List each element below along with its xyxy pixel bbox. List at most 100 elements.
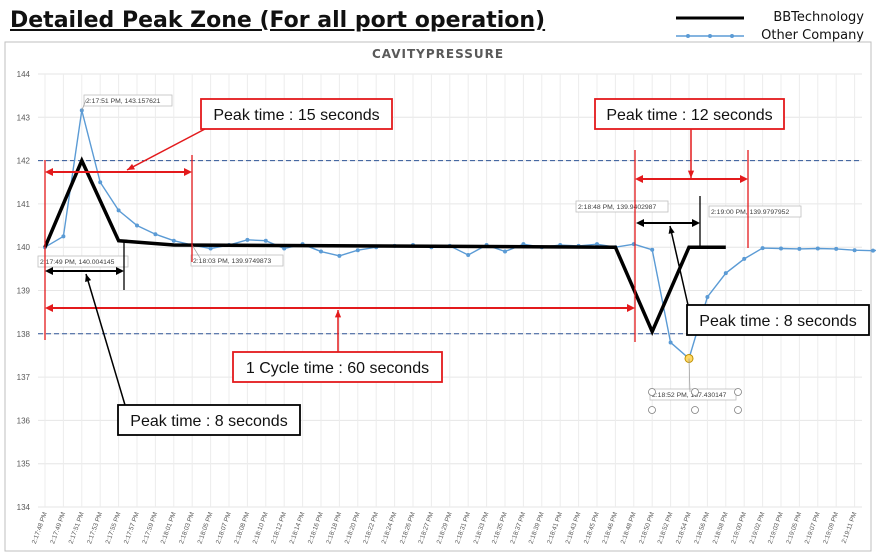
y-tick-label: 134	[17, 503, 31, 512]
x-tick-label: 2:18:22 PM	[362, 511, 380, 545]
data-label: 2:17:51 PM, 143.157621	[86, 98, 161, 105]
chart-frame	[4, 41, 872, 552]
x-tick-label: 2:18:35 PM	[491, 511, 509, 545]
y-tick-label: 143	[17, 113, 31, 122]
data-label: 2:18:48 PM, 139.9402987	[578, 204, 656, 211]
y-tick-label: 138	[17, 330, 31, 339]
series-point-other-company	[466, 252, 471, 257]
x-tick-label: 2:18:12 PM	[270, 511, 288, 545]
x-tick-label: 2:19:07 PM	[804, 511, 822, 545]
series-point-other-company	[98, 180, 103, 185]
y-tick-label: 136	[17, 416, 31, 425]
series-point-other-company	[135, 223, 139, 228]
data-label-box	[190, 254, 284, 267]
selection-handle	[648, 388, 656, 396]
x-tick-label: 2:18:39 PM	[528, 511, 546, 545]
peak-span-arrow-right-head	[635, 175, 643, 183]
cycle-span-arrow-head	[627, 304, 635, 312]
legend-label: Other Company	[761, 28, 864, 43]
data-label-box	[83, 94, 173, 107]
data-label-leader	[81, 99, 87, 111]
pointer-cycle-60-head	[334, 310, 342, 318]
selection-handle	[734, 388, 742, 396]
series-point-other-company	[337, 253, 342, 258]
x-tick-label: 2:17:59 PM	[141, 511, 159, 545]
series-point-other-company	[723, 271, 728, 276]
y-tick-label: 135	[17, 460, 31, 469]
series-point-other-company	[871, 248, 875, 253]
x-tick-label: 2:18:08 PM	[233, 511, 251, 545]
data-label-box	[575, 200, 669, 213]
x-tick-label: 2:17:49 PM	[49, 511, 67, 545]
pointer-peak-15-head	[127, 163, 135, 170]
x-tick-label: 2:18:10 PM	[252, 511, 270, 545]
x-tick-label: 2:18:48 PM	[620, 511, 638, 545]
x-tick-label: 2:18:05 PM	[197, 511, 215, 545]
series-point-other-company	[760, 246, 765, 251]
series-point-other-company	[171, 238, 176, 243]
series-line-bbtechnology	[43, 156, 726, 337]
series-point-other-company	[503, 249, 507, 254]
x-tick-label: 2:17:55 PM	[105, 511, 123, 545]
x-tick-label: 2:18:14 PM	[289, 511, 307, 545]
annotation-peak-8-left	[117, 404, 301, 436]
x-tick-label: 2:18:03 PM	[178, 511, 196, 545]
series-point-other-company	[650, 247, 655, 252]
data-label-box	[37, 255, 129, 268]
series-point-other-company	[834, 246, 839, 251]
y-tick-label: 142	[17, 157, 31, 166]
series-point-other-company	[116, 208, 121, 213]
y-tick-label: 141	[17, 200, 31, 209]
annotation-peak-8-right	[686, 304, 870, 336]
series-point-other-company	[668, 340, 673, 345]
x-tick-label: 2:18:18 PM	[325, 511, 343, 545]
annotation-peak-15-text: Peak time : 15 seconds	[213, 107, 379, 124]
annotation-peak-12-text: Peak time : 12 seconds	[606, 107, 772, 124]
x-tick-label: 2:18:54 PM	[675, 511, 693, 545]
x-tick-label: 2:18:16 PM	[307, 511, 325, 545]
x-tick-label: 2:17:57 PM	[123, 511, 141, 545]
x-tick-label: 2:18:37 PM	[509, 511, 527, 545]
x-tick-label: 2:18:31 PM	[454, 511, 472, 545]
x-tick-label: 2:18:01 PM	[160, 511, 178, 545]
pointer-peak-15	[126, 128, 206, 171]
peak8-span-arrow-left-head	[116, 267, 124, 275]
x-tick-label: 2:18:46 PM	[601, 511, 619, 545]
data-label-leader	[191, 244, 201, 259]
series-point-other-company	[852, 248, 857, 253]
x-tick-label: 2:18:33 PM	[473, 511, 491, 545]
x-tick-label: 2:19:05 PM	[785, 511, 803, 545]
legend-swatch-black-line	[676, 16, 744, 20]
x-tick-label: 2:18:29 PM	[436, 511, 454, 545]
x-tick-label: 2:18:24 PM	[381, 511, 399, 545]
annotation-peak-12	[594, 98, 785, 130]
selection-handle	[648, 406, 656, 414]
annotation-peak-8-right-text: Peak time : 8 seconds	[699, 313, 856, 330]
series-point-other-company	[355, 248, 360, 253]
y-tick-label: 144	[17, 70, 31, 79]
legend-item-other-company: Other Company	[670, 28, 870, 44]
chart-title: CAVITYPRESSURE	[372, 47, 504, 61]
x-tick-label: 2:18:41 PM	[546, 511, 564, 545]
series-point-other-company	[705, 294, 710, 299]
x-tick-label: 2:18:58 PM	[712, 511, 730, 545]
x-tick-label: 2:18:56 PM	[693, 511, 711, 545]
y-tick-label: 139	[17, 287, 31, 296]
legend: BBTechnology Other Company	[670, 8, 870, 44]
data-label-leader	[688, 358, 691, 393]
pointer-peak-8-left-head	[85, 274, 92, 282]
data-label: 2:19:00 PM, 139.9797952	[711, 209, 789, 216]
y-tick-label: 137	[17, 373, 31, 382]
x-tick-label: 2:17:51 PM	[68, 511, 86, 545]
legend-label: BBTechnology	[773, 10, 864, 25]
peak-span-arrow-left-head	[184, 168, 192, 176]
data-label: 2:18:52 PM, 137.430147	[652, 392, 727, 399]
y-tick-label: 140	[17, 243, 31, 252]
pointer-peak-12-head	[687, 170, 695, 178]
x-tick-label: 2:19:03 PM	[767, 511, 785, 545]
series-point-other-company	[61, 234, 66, 239]
x-tick-label: 2:19:02 PM	[749, 511, 767, 545]
x-tick-label: 2:17:53 PM	[86, 511, 104, 545]
x-tick-label: 2:19:11 PM	[841, 511, 859, 544]
